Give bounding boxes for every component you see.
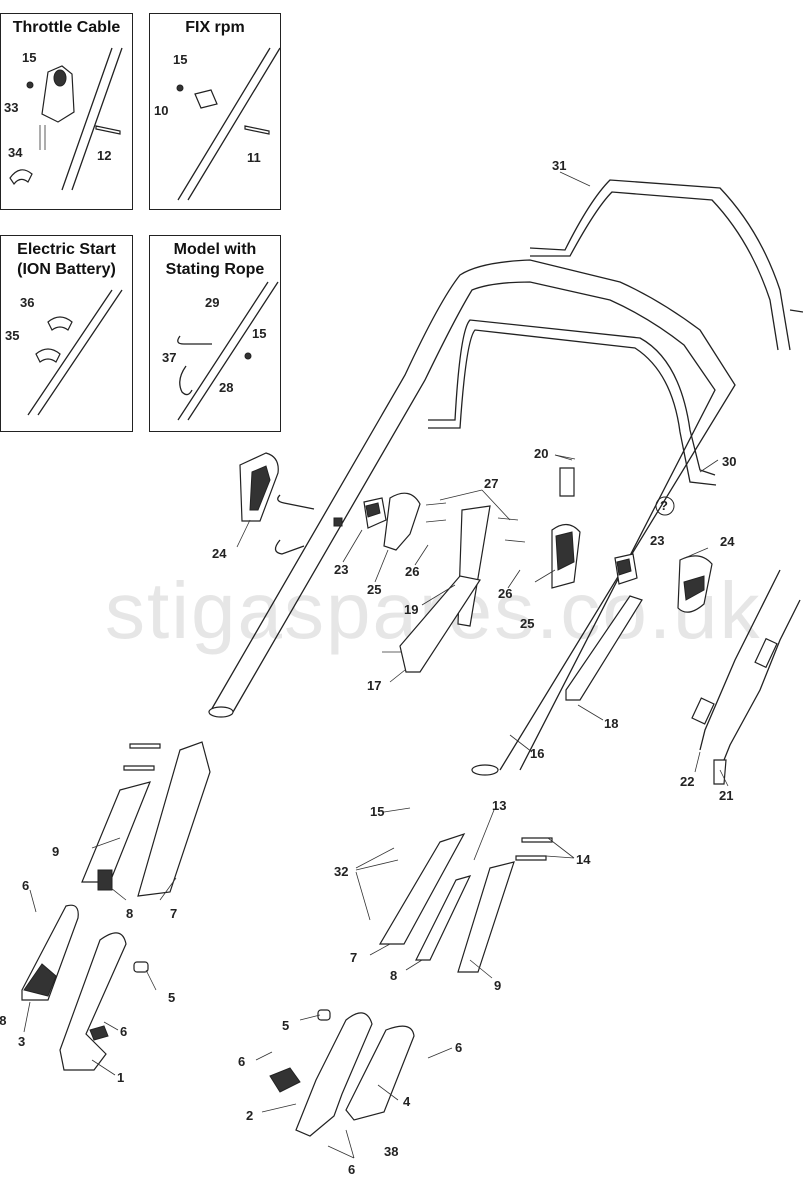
label-26-left: 26 (405, 564, 419, 579)
label-6-a: 6 (22, 878, 29, 893)
label-8-left: 8 (126, 906, 133, 921)
inset1-label-15: 15 (22, 50, 36, 65)
inset1-drawing: 15 33 34 12 (4, 47, 123, 191)
label-9-left: 9 (52, 844, 59, 859)
label-6-b: 6 (120, 1024, 127, 1039)
label-20: 20 (534, 446, 548, 461)
label-6-d: 6 (455, 1040, 462, 1055)
inset4-label-37: 37 (162, 350, 176, 365)
inset3-label-35: 35 (5, 328, 19, 343)
label-7-right: 7 (350, 950, 357, 965)
label-6-c: 6 (238, 1054, 245, 1069)
inset-title-rope: Model with Stating Rope (165, 241, 265, 278)
label-14: 14 (576, 852, 591, 867)
right-mid-parts (551, 454, 713, 701)
handle-tubes (208, 179, 803, 776)
label-4: 4 (403, 1094, 411, 1109)
inset2-label-11: 11 (247, 150, 261, 165)
label-22: 22 (680, 774, 694, 789)
lower-left-assembly (21, 741, 211, 1071)
label-32: 32 (334, 864, 348, 879)
label-17: 17 (367, 678, 381, 693)
inset1-label-33: 33 (4, 100, 18, 115)
inset-starting-rope: Model with Stating Rope (149, 235, 281, 432)
label-38-left: 38 (0, 1013, 6, 1028)
inset4-label-29: 29 (205, 295, 219, 310)
label-27: 27 (484, 476, 498, 491)
lower-right-assembly (269, 832, 553, 1137)
label-19: 19 (404, 602, 418, 617)
inset-title-electric: Electric Start (ION Battery) (17, 241, 116, 278)
inset2-label-10: 10 (154, 103, 168, 118)
inset-title-throttle: Throttle Cable (12, 19, 121, 36)
label-24-left: 24 (212, 546, 227, 561)
label-6-e: 6 (348, 1162, 355, 1177)
label-question: ? (660, 498, 668, 513)
label-9-right: 9 (494, 978, 501, 993)
part-labels: 31 30 20 27 ? 24 24 23 23 25 25 26 26 19… (0, 158, 736, 1177)
inset3-drawing: 36 35 (5, 289, 123, 416)
label-23-left: 23 (334, 562, 348, 577)
label-3: 3 (18, 1034, 25, 1049)
label-8-right: 8 (390, 968, 397, 983)
label-13: 13 (492, 798, 506, 813)
inset2-drawing: 15 10 11 (154, 47, 281, 201)
label-30: 30 (722, 454, 736, 469)
label-38-right: 38 (384, 1144, 398, 1159)
inset2-label-15: 15 (173, 52, 187, 67)
inset1-label-34: 34 (8, 145, 23, 160)
label-21: 21 (719, 788, 733, 803)
control-cables (691, 569, 801, 785)
label-23-right: 23 (650, 533, 664, 548)
label-5-right: 5 (282, 1018, 289, 1033)
left-mid-parts (239, 452, 526, 673)
question-circle (655, 496, 675, 516)
inset-title-fixrpm: FIX rpm (185, 19, 245, 36)
label-16: 16 (530, 746, 544, 761)
label-24-right: 24 (720, 534, 735, 549)
inset4-label-28: 28 (219, 380, 233, 395)
label-25-left: 25 (367, 582, 381, 597)
label-15: 15 (370, 804, 384, 819)
inset1-label-12: 12 (97, 148, 111, 163)
label-26-right: 26 (498, 586, 512, 601)
inset4-drawing: 29 15 37 28 (162, 281, 279, 421)
label-7-left: 7 (170, 906, 177, 921)
inset-electric-start: Electric Start (ION Battery) (0, 235, 133, 432)
label-5-left: 5 (168, 990, 175, 1005)
leader-lines (23, 171, 729, 1159)
label-31: 31 (552, 158, 566, 173)
label-18: 18 (604, 716, 618, 731)
inset3-label-36: 36 (20, 295, 34, 310)
inset4-label-15: 15 (252, 326, 266, 341)
label-2: 2 (246, 1108, 253, 1123)
inset-fix-rpm: FIX rpm (149, 13, 281, 210)
label-25-right: 25 (520, 616, 534, 631)
label-1: 1 (117, 1070, 124, 1085)
